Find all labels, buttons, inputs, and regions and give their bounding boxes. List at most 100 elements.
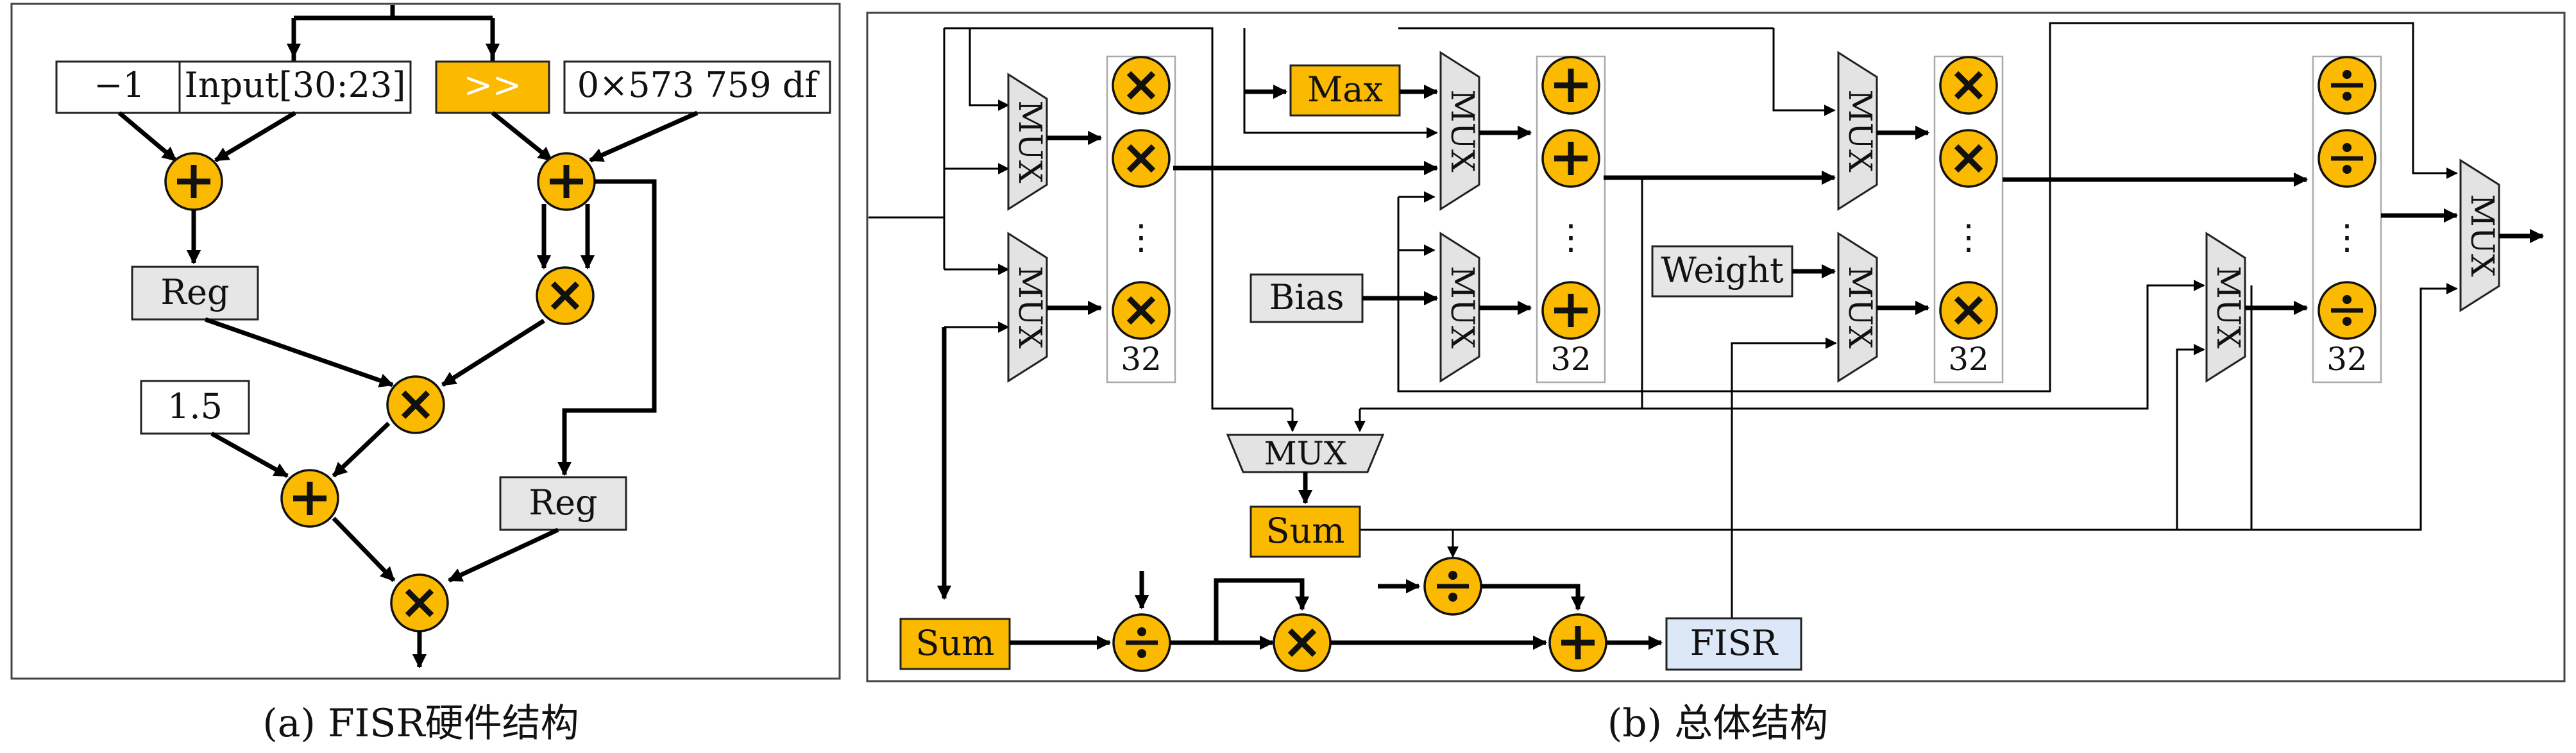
bias-box (1250, 273, 1364, 323)
sum-left-box (899, 618, 1011, 670)
wire-reg-to-final-mul (447, 527, 559, 583)
reg-left-box (131, 266, 259, 321)
times-icon (1940, 130, 1997, 187)
lane-count: 32 (1121, 341, 1162, 378)
times-icon (1113, 282, 1169, 339)
plus-icon (1543, 282, 1599, 339)
wire-add-to-final-mul (332, 516, 396, 582)
mux-center-label: MUX (1264, 435, 1347, 472)
mux-center (1226, 434, 1385, 473)
wire-mul-to-add (332, 421, 391, 478)
wire-div-loop (1214, 578, 1310, 643)
panel-b: MUX MUX ⋮ 32 Max Bias MUX MUX ⋮ (866, 12, 2566, 746)
ellipsis: ⋮ (2330, 217, 2364, 257)
wire-neg1-to-add (117, 111, 178, 162)
reg-right-label: Reg (529, 482, 597, 523)
wire-add-to-reg-right (557, 179, 657, 477)
mux-2-label: MUX (1012, 266, 1049, 349)
wire-to-final-mux-a (1397, 22, 2458, 393)
ellipsis: ⋮ (1951, 217, 1986, 257)
fisr-label: FISR (1690, 623, 1779, 663)
wire-div2-to-add (1481, 584, 1586, 611)
wire-magic-to-add (588, 110, 699, 163)
weight-box (1651, 245, 1793, 298)
wire-input-to-add (214, 110, 296, 163)
times-icon (1940, 57, 1997, 114)
sum-center-label: Sum (1266, 511, 1345, 551)
mux-6-label: MUX (1842, 266, 1879, 349)
divide-icon (2319, 282, 2375, 339)
panel-a-frame (10, 3, 841, 680)
mux-1 (1007, 72, 1048, 211)
mux-3 (1439, 51, 1480, 211)
shift-label: >> (464, 65, 522, 105)
const-1-5-label: 1.5 (167, 386, 223, 427)
times-icon (1113, 130, 1169, 187)
input-label: Input[30:23] (185, 65, 406, 105)
times-icon (391, 575, 448, 631)
mux-3-label: MUX (1444, 90, 1481, 173)
mux-7-label: MUX (2210, 266, 2247, 349)
wire-to-final-mux-b (2177, 283, 2458, 531)
sum-left-label: Sum (916, 623, 995, 663)
wire-to-mux3-b (1243, 28, 1438, 139)
mux-2 (1007, 232, 1048, 383)
times-icon (1940, 282, 1997, 339)
plus-icon (1543, 130, 1599, 187)
wire-sum-right (1360, 410, 2178, 531)
times-icon (387, 376, 444, 433)
wire-trunk-top (943, 27, 1292, 410)
divide-icon (2319, 57, 2375, 114)
panel-b-frame (866, 12, 2566, 682)
wire-to-mux2-a (943, 217, 1008, 269)
sum-center-box (1250, 505, 1361, 558)
plus-icon (1550, 614, 1606, 671)
plus-icon (165, 153, 222, 210)
divide-icon (1114, 614, 1170, 671)
wire-to-mux1-a (969, 28, 1010, 111)
lane-count: 32 (1948, 341, 1989, 378)
mux-6 (1837, 232, 1878, 383)
lane-count: 32 (1550, 341, 1591, 378)
max-label: Max (1307, 69, 1383, 110)
times-icon (537, 267, 593, 324)
bias-label: Bias (1269, 277, 1344, 317)
ellipsis: ⋮ (1554, 217, 1588, 257)
mux-final (2459, 158, 2500, 312)
magic-constant-box (563, 60, 831, 114)
const-neg1-box (55, 60, 183, 114)
mux-5-label: MUX (1842, 90, 1879, 173)
mux-final-label: MUX (2464, 194, 2501, 277)
mux-1-label: MUX (1012, 101, 1049, 183)
panel-a: −1 Input[30:23] >> 0×573 759 df Reg 1.5 (10, 3, 841, 746)
input-box (178, 60, 412, 114)
reg-left-label: Reg (160, 272, 229, 312)
ellipsis: ⋮ (1124, 217, 1158, 257)
times-icon (1113, 57, 1169, 114)
mux-5 (1837, 51, 1878, 211)
lane-count: 32 (2326, 341, 2368, 378)
wire-sum-to-div (1360, 529, 1459, 558)
const-1-5-box (140, 380, 250, 435)
plus-icon (1543, 57, 1599, 114)
const-neg1-label: −1 (94, 65, 145, 105)
plus-icon (538, 153, 595, 210)
mux-4 (1439, 232, 1480, 383)
magic-constant-label: 0×573 759 df (577, 65, 820, 105)
wire-mul-to-mul (441, 319, 545, 387)
divide-icon (2319, 130, 2375, 187)
max-box (1289, 64, 1401, 117)
caption-b: (b) 总体结构 (1607, 701, 1828, 746)
wire-top-split (291, 5, 495, 61)
caption-a: (a) FISR硬件结构 (262, 701, 579, 746)
plus-icon (282, 470, 338, 527)
divide-icon (1425, 558, 1481, 614)
wire-reg-to-mul (204, 317, 394, 387)
mux-7 (2205, 232, 2246, 383)
wire-1-5-to-add (210, 431, 289, 478)
wire-to-mux6-b (2176, 344, 2205, 410)
wire-shift-to-add (491, 111, 554, 162)
fisr-box (1665, 617, 1802, 671)
wire-fisr-up (1731, 337, 1837, 633)
